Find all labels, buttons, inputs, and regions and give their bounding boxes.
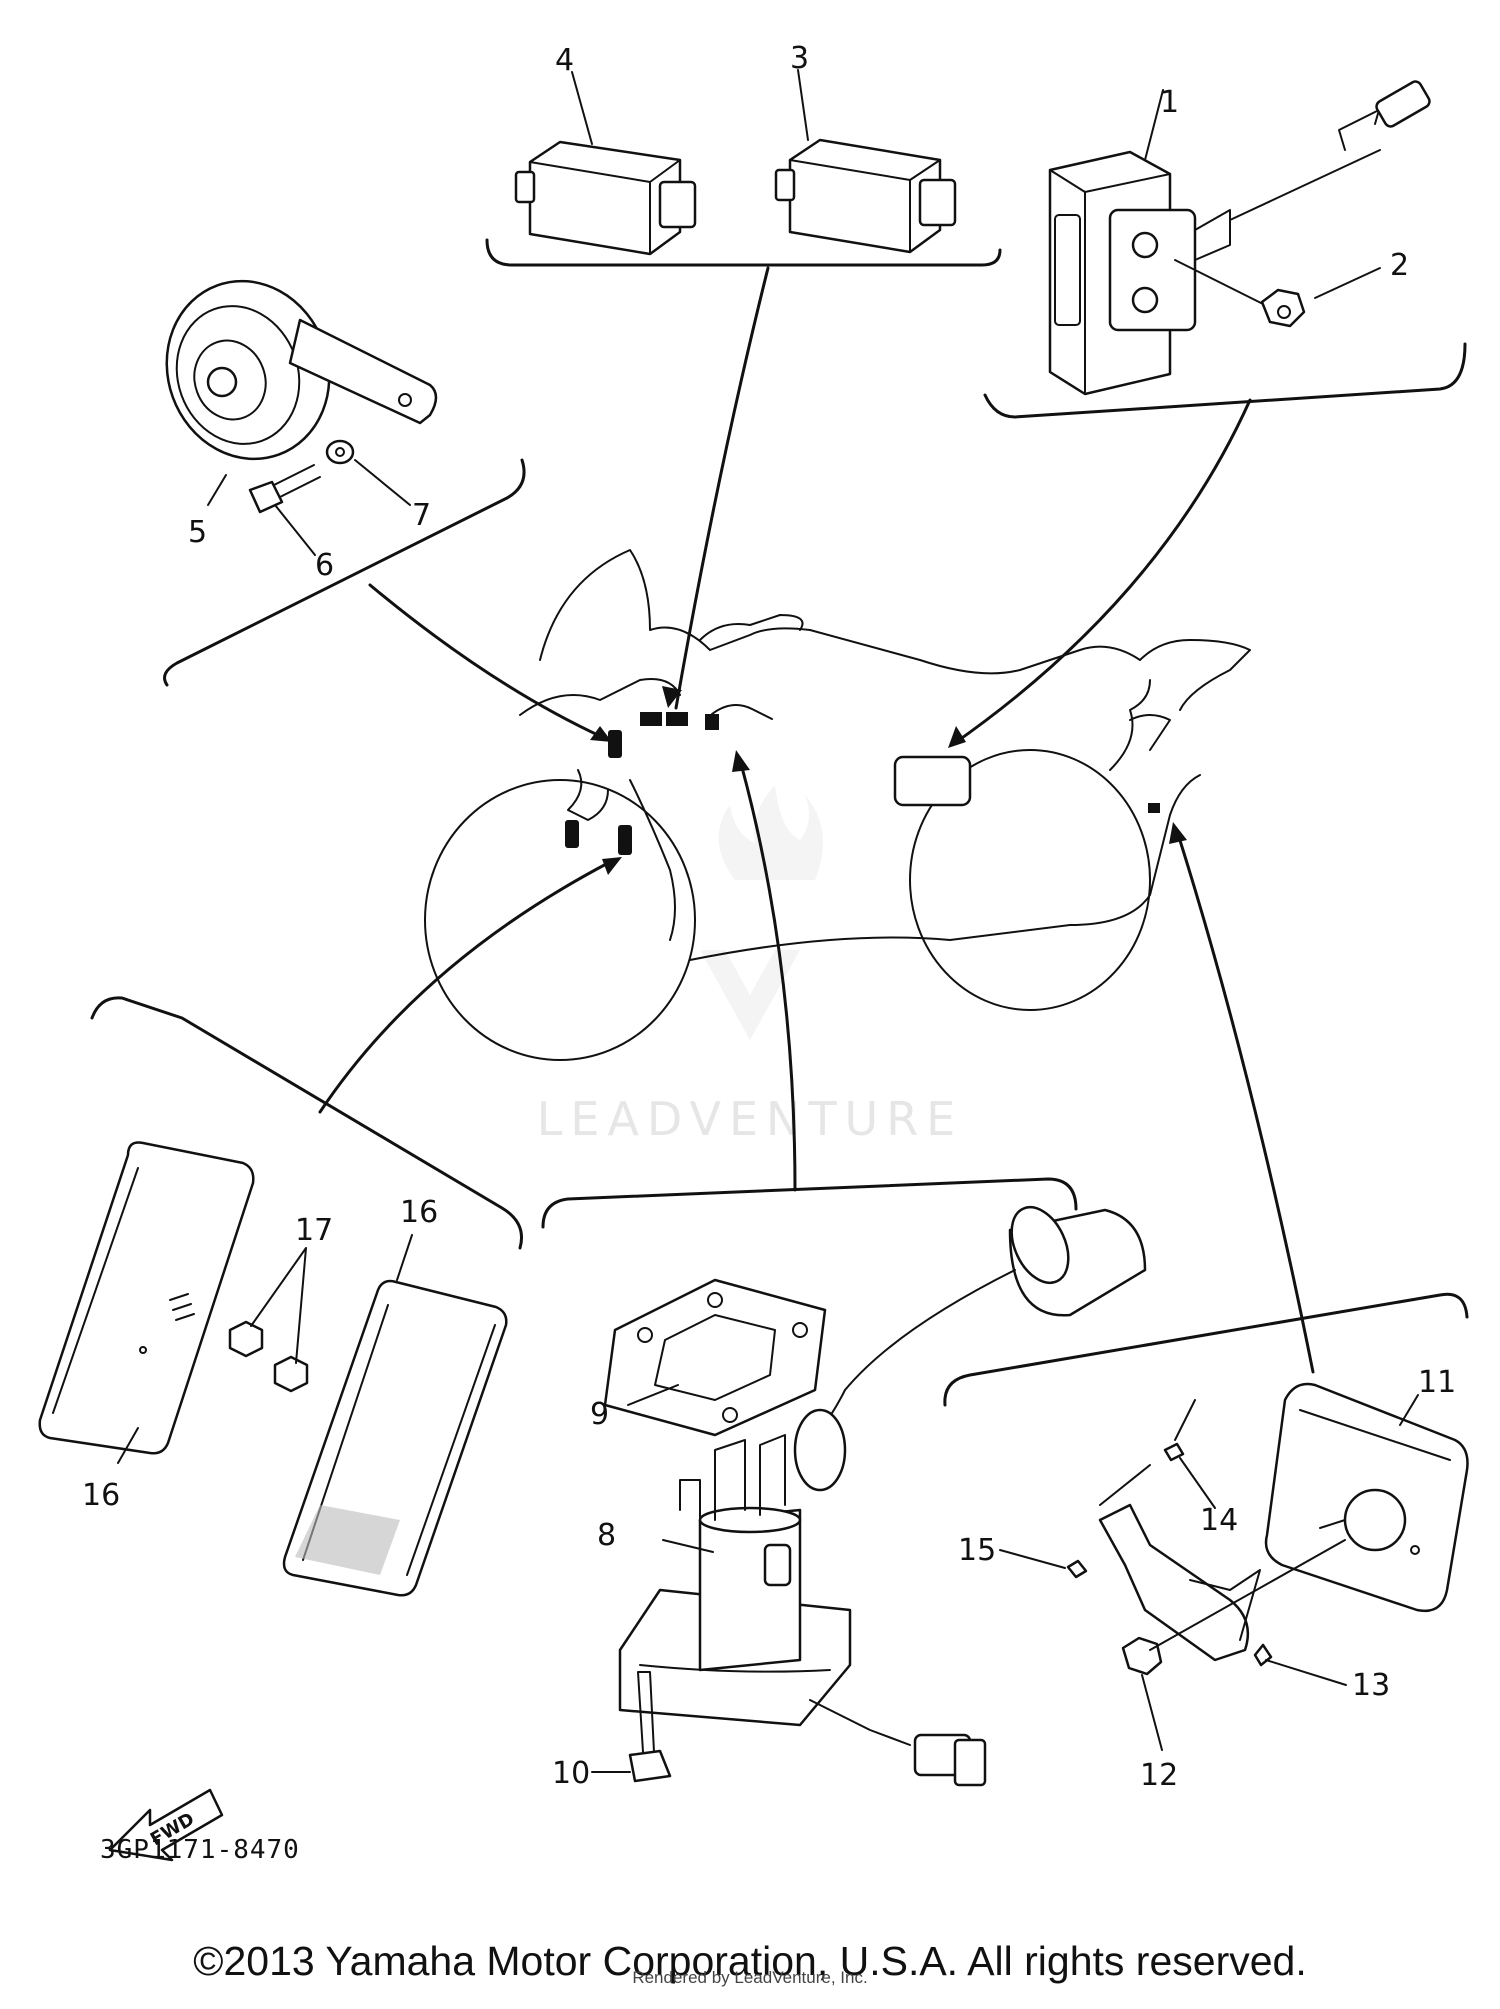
callout-numbers: 1 2 3 4 5 6 7 8 9 10 11 12 13 14 15 16 1… [82,41,1456,1793]
bracket-starter-relay [983,342,1467,419]
group-brackets [90,238,1469,1407]
part-fuel-float [793,1205,1147,1492]
callout-15: 15 [958,1533,996,1568]
copyright-notice: ©2013 Yamaha Motor Corporation, U.S.A. A… [193,1938,1307,1984]
callout-3: 3 [790,41,809,76]
part-relay-4 [514,140,697,256]
callout-11: 11 [1418,1365,1456,1400]
callout-16-left: 16 [82,1478,120,1513]
callout-1: 1 [1160,85,1179,120]
callout-4: 4 [555,43,574,78]
reflector-hatch [295,1505,400,1575]
callout-10: 10 [552,1756,590,1791]
leader-arrows [318,266,1315,1374]
part-license-light [1264,1382,1469,1613]
part-fuel-sender [618,1434,987,1787]
part-washer-7 [325,439,355,465]
part-reflector-right [282,1279,508,1597]
callout-2: 2 [1390,248,1409,283]
callout-12: 12 [1140,1758,1178,1793]
watermark-text: LEADVENTURE [537,1092,964,1146]
part-starter-relay [1048,80,1431,396]
part-bolt-10 [628,1671,672,1783]
callout-5: 5 [188,515,207,550]
part-license-bracket [1098,1503,1346,1676]
rendered-by-credit: Rendered by LeadVenture, Inc. [632,1968,868,1987]
part-nuts-17 [228,1320,309,1393]
callout-17: 17 [295,1213,333,1248]
part-bolt-6 [248,464,321,514]
part-gasket [603,1278,827,1437]
bracket-reflectors [90,996,523,1250]
part-reflector-left [38,1141,255,1455]
bracket-relays [485,238,1002,267]
part-nut [1174,259,1306,328]
part-horn [165,279,438,461]
callout-9: 9 [590,1397,609,1432]
callout-8: 8 [597,1518,616,1553]
front-wheel-outline [424,779,696,1061]
callout-13: 13 [1352,1668,1390,1703]
diagram-part-code: 3GP1171-8470 [100,1835,300,1865]
callout-7: 7 [412,498,431,533]
motorcycle-outline [424,549,1251,1061]
bracket-license-light [943,1292,1469,1407]
callout-16-right: 16 [400,1195,438,1230]
part-relay-3 [774,138,957,254]
rear-component-box [893,755,972,807]
part-screws [1066,1399,1196,1579]
callout-leaders [117,69,1419,1773]
bracket-horn [163,458,526,687]
callout-14: 14 [1200,1503,1238,1538]
callout-6: 6 [315,548,334,583]
rear-wheel-outline [909,749,1151,1011]
watermark-logo [700,785,823,1040]
bracket-fuel-sender [541,1177,1078,1229]
